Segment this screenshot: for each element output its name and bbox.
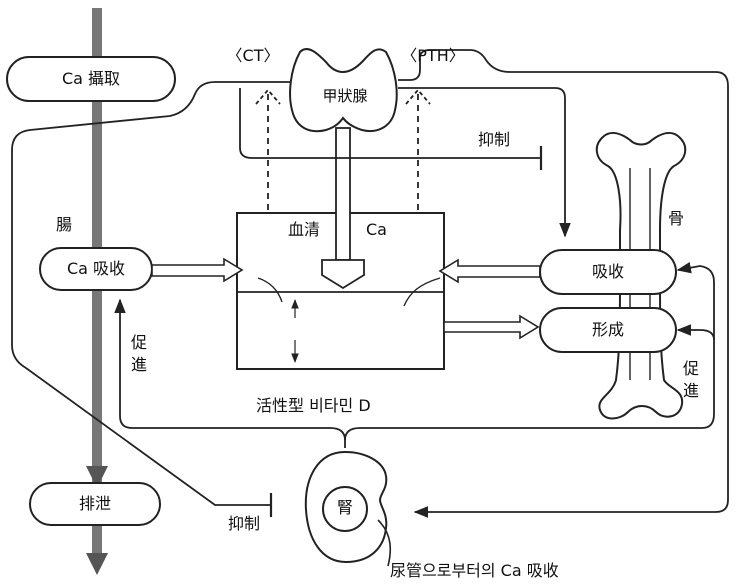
active-vitamin-d-label: 活性型 비타민 D <box>256 398 371 414</box>
intestine-to-serum-arrow <box>152 259 242 281</box>
inhibit-bottom-label: 抑制 <box>228 516 260 532</box>
bone-formation-label: 形成 <box>592 322 624 338</box>
promote-right-label: 促進 <box>682 358 700 401</box>
tubular-reabsorption-label: 尿管으로부터의 Ca 吸收 <box>390 563 559 579</box>
intake-label: Ca 攝取 <box>62 71 120 87</box>
thyroid-label: 甲狀腺 <box>322 89 367 104</box>
pth-label: 〈PTH〉 <box>401 48 464 64</box>
bone-to-serum-arrow <box>440 260 540 282</box>
intestine-absorption-label: Ca 吸收 <box>67 261 125 277</box>
bone-resorption-label: 吸收 <box>592 264 624 280</box>
serum-to-bone-arrow <box>444 316 538 338</box>
bone-label: 骨 <box>668 211 684 227</box>
kidney-label: 腎 <box>337 500 353 516</box>
serum-label: 血清 <box>288 222 320 238</box>
vitamin-d-formation-link <box>678 330 714 340</box>
serum-ca-label: Ca <box>366 222 387 238</box>
intestine-label: 腸 <box>56 217 72 233</box>
calcitonin-label: 〈CT〉 <box>227 48 280 64</box>
promote-left-label: 促進 <box>130 332 148 375</box>
excretion-label: 排泄 <box>79 496 111 512</box>
inhibit-top-label: 抑制 <box>478 132 510 148</box>
thyroid-stem <box>336 128 350 260</box>
